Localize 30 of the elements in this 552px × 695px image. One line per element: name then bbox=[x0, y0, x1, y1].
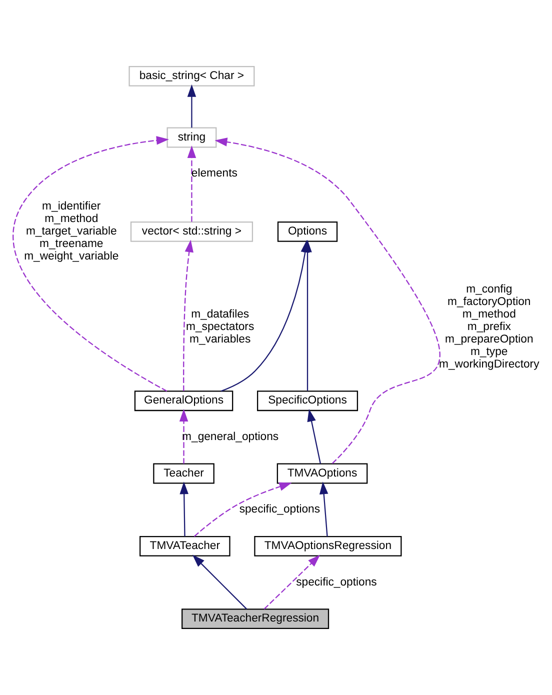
arrow bbox=[192, 554, 248, 610]
node-box: vector< std::string > bbox=[130, 222, 254, 242]
node-box: Teacher bbox=[153, 463, 214, 484]
node-box: basic_string< Char > bbox=[128, 66, 255, 86]
node-box: TMVATeacher bbox=[140, 536, 230, 556]
edge-label: m_config m_factoryOption m_method m_prefix m_prepareOption m_type m_workingDirectory bbox=[439, 283, 540, 370]
node-box: SpecificOptions bbox=[257, 390, 358, 412]
arrow bbox=[264, 554, 320, 610]
node-box: TMVATeacherRegression bbox=[182, 608, 330, 630]
arrow bbox=[319, 482, 328, 536]
arrow bbox=[303, 240, 312, 391]
arrow bbox=[183, 240, 194, 391]
edge-label: m_datafiles m_spectators m_variables bbox=[186, 308, 254, 346]
node-box: GeneralOptions bbox=[134, 390, 234, 412]
arrow bbox=[214, 138, 440, 464]
arrow bbox=[179, 408, 188, 464]
arrow bbox=[12, 136, 169, 392]
arrow bbox=[187, 146, 196, 222]
edge-label: specific_options bbox=[239, 504, 320, 516]
arrow bbox=[187, 84, 196, 128]
node-box: Options bbox=[277, 222, 338, 242]
edge-label: m_identifier m_method m_target_variable m_treename m_weight_variable bbox=[24, 200, 119, 263]
node-box: TMVAOptions bbox=[276, 463, 368, 484]
node-box: TMVAOptionsRegression bbox=[254, 536, 402, 556]
node-box: string bbox=[166, 127, 217, 148]
arrow bbox=[180, 482, 188, 536]
edge-label: specific_options bbox=[296, 576, 377, 588]
edge-label: elements bbox=[191, 168, 238, 180]
arrow bbox=[194, 482, 292, 537]
arrow bbox=[307, 409, 322, 464]
